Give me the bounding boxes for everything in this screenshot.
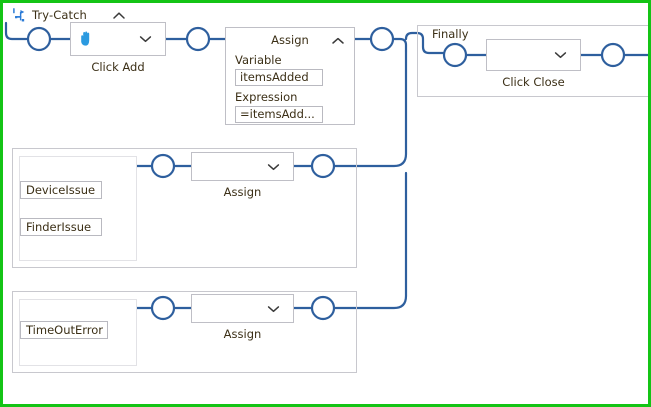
- assign-catch-2-label: Assign: [223, 327, 262, 341]
- click-add-activity[interactable]: [70, 22, 166, 56]
- click-close-chevron-down-icon[interactable]: [554, 51, 567, 60]
- assign-catch-1-label: Assign: [223, 185, 262, 199]
- assign-try-card[interactable]: Assign Variable itemsAdded Expression =i…: [225, 27, 355, 125]
- assign-try-expression-input[interactable]: =itemsAdd...: [235, 106, 323, 123]
- click-close-label: Click Close: [502, 75, 565, 89]
- assign-catch-2-chevron-down-icon[interactable]: [267, 304, 280, 313]
- catch-tag-timeout-error[interactable]: TimeOutError: [20, 321, 108, 339]
- catch-tag-finder-issue[interactable]: FinderIssue: [20, 218, 102, 236]
- node-layer: Try-Catch Click Add Assign Variable item…: [3, 3, 648, 404]
- click-close-activity[interactable]: [486, 39, 581, 71]
- assign-try-variable-input[interactable]: itemsAdded: [235, 69, 323, 86]
- click-add-label: Click Add: [91, 60, 145, 74]
- assign-catch-2-activity[interactable]: [191, 294, 294, 323]
- assign-try-title: Assign: [271, 33, 309, 47]
- catch-tag-device-issue[interactable]: DeviceIssue: [20, 181, 102, 199]
- catch-timeout-group: [12, 291, 357, 373]
- try-catch-collapse-chevron-up-icon[interactable]: [111, 9, 127, 23]
- assign-try-collapse-chevron-up-icon[interactable]: [331, 36, 345, 46]
- catch-device-tagbox: [19, 156, 137, 261]
- try-catch-header[interactable]: Try-Catch: [12, 8, 87, 22]
- assign-catch-1-activity[interactable]: [191, 152, 294, 181]
- click-add-chevron-down-icon[interactable]: [139, 35, 152, 44]
- try-catch-branch-icon: [13, 8, 25, 22]
- assign-catch-1-chevron-down-icon[interactable]: [267, 162, 280, 171]
- try-catch-title: Try-Catch: [32, 8, 87, 22]
- assign-try-variable-label: Variable: [235, 53, 282, 67]
- assign-try-expression-label: Expression: [235, 90, 298, 104]
- finally-branch-label: Finally: [430, 27, 471, 41]
- finally-group: [417, 25, 648, 97]
- hand-click-icon: [81, 31, 90, 46]
